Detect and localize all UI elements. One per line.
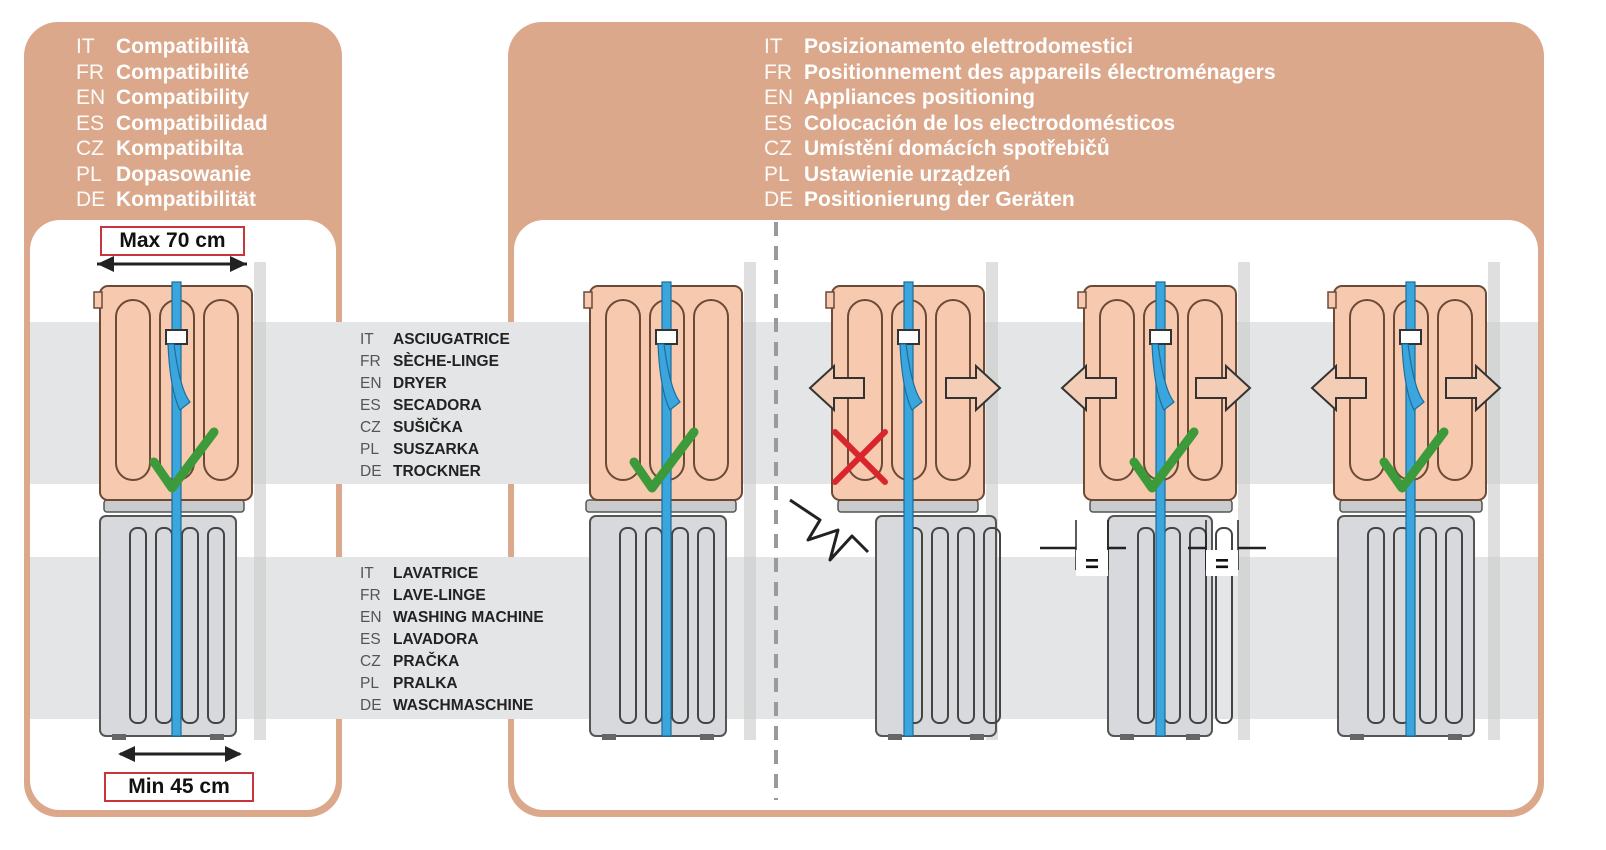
appliance-stack	[93, 262, 266, 740]
dryer-knob	[583, 291, 593, 309]
strap-loose-end	[1151, 343, 1175, 411]
washer-panel-slot	[129, 527, 147, 724]
stack-shadow	[744, 262, 756, 740]
dryer-knob	[1077, 291, 1087, 309]
appliance-stack	[825, 262, 1001, 740]
washer-panel-slot	[1445, 527, 1463, 724]
washer-panel-slot	[181, 527, 199, 724]
dryer-knob	[825, 291, 835, 309]
max-arrow-left	[97, 256, 114, 272]
equal-sign-left: =	[1085, 551, 1099, 578]
equal-box	[1206, 550, 1238, 576]
washer-foot	[210, 734, 224, 740]
washer-panel-slot	[1137, 527, 1155, 724]
arrow-right-icon	[945, 363, 1002, 413]
washer-foot	[1350, 734, 1364, 740]
safety-strap	[1405, 281, 1416, 737]
washer-panel-slot	[931, 527, 949, 724]
arrow-left-icon	[1060, 363, 1117, 413]
min-width-label: Min 45 cm	[104, 772, 254, 802]
dryer-band	[30, 322, 1538, 484]
washing-machine-body	[99, 515, 237, 737]
washing-machine-body	[589, 515, 727, 737]
equal-sign-right: =	[1215, 551, 1229, 578]
strap-buckle	[1149, 329, 1172, 345]
check-mark-icon	[1129, 427, 1199, 493]
strap-buckle	[165, 329, 188, 345]
dryer-panel-slot	[693, 299, 729, 481]
safety-strap	[903, 281, 914, 737]
check-mark-icon	[149, 427, 219, 493]
strap-buckle	[1399, 329, 1422, 345]
washer-foot	[700, 734, 714, 740]
washer-panel-slot	[1419, 527, 1437, 724]
washer-foot	[970, 734, 984, 740]
stack-shadow	[254, 262, 266, 740]
strap-loose-end	[167, 343, 191, 411]
dryer-knob	[1327, 291, 1337, 309]
washer-foot	[1448, 734, 1462, 740]
washer-panel-slot	[1215, 527, 1233, 724]
appliance-stack	[583, 262, 756, 740]
washer-panel-slot	[671, 527, 689, 724]
strap-buckle	[897, 329, 920, 345]
equal-box	[1076, 550, 1108, 576]
check-mark-icon	[629, 427, 699, 493]
washing-machine-body	[875, 515, 997, 737]
washer-band	[30, 557, 1538, 719]
washer-foot	[1120, 734, 1134, 740]
washer-panel-slot	[1189, 527, 1207, 724]
check-mark-icon	[1379, 427, 1449, 493]
max-width-label: Max 70 cm	[100, 226, 245, 256]
arrow-right-icon	[1445, 363, 1502, 413]
stack-shadow	[1238, 262, 1250, 740]
appliance-stack	[1077, 262, 1250, 740]
strap-loose-end	[657, 343, 681, 411]
dryer-panel-slot	[203, 299, 239, 481]
appliance-stack	[1327, 262, 1500, 740]
max-arrow-right	[230, 256, 247, 272]
washer-foot	[602, 734, 616, 740]
min-arrow-left	[118, 746, 135, 762]
washer-panel-slot	[983, 527, 1001, 724]
impact-burst-icon	[789, 498, 870, 562]
washer-panel-slot	[619, 527, 637, 724]
cross-mark-icon	[832, 429, 888, 485]
strap-buckle	[655, 329, 678, 345]
washer-foot	[112, 734, 126, 740]
stack-shadow	[1488, 262, 1500, 740]
washer-panel-slot	[207, 527, 225, 724]
safety-strap	[171, 281, 182, 737]
safety-strap	[1155, 281, 1166, 737]
stacking-shelf	[585, 499, 737, 513]
dryer-panel-slot	[605, 299, 641, 481]
dryer-knob	[93, 291, 103, 309]
washer-panel-slot	[697, 527, 715, 724]
dryer-panel-slot	[115, 299, 151, 481]
strap-loose-end	[899, 343, 923, 411]
arrow-left-icon	[1310, 363, 1367, 413]
washer-panel-slot	[1367, 527, 1385, 724]
arrow-right-icon	[1195, 363, 1252, 413]
safety-strap	[661, 281, 672, 737]
washer-foot	[1186, 734, 1200, 740]
strap-loose-end	[1401, 343, 1425, 411]
arrow-left-icon	[808, 363, 865, 413]
washer-panel-slot	[957, 527, 975, 724]
min-arrow-right	[225, 746, 242, 762]
washer-foot	[888, 734, 902, 740]
